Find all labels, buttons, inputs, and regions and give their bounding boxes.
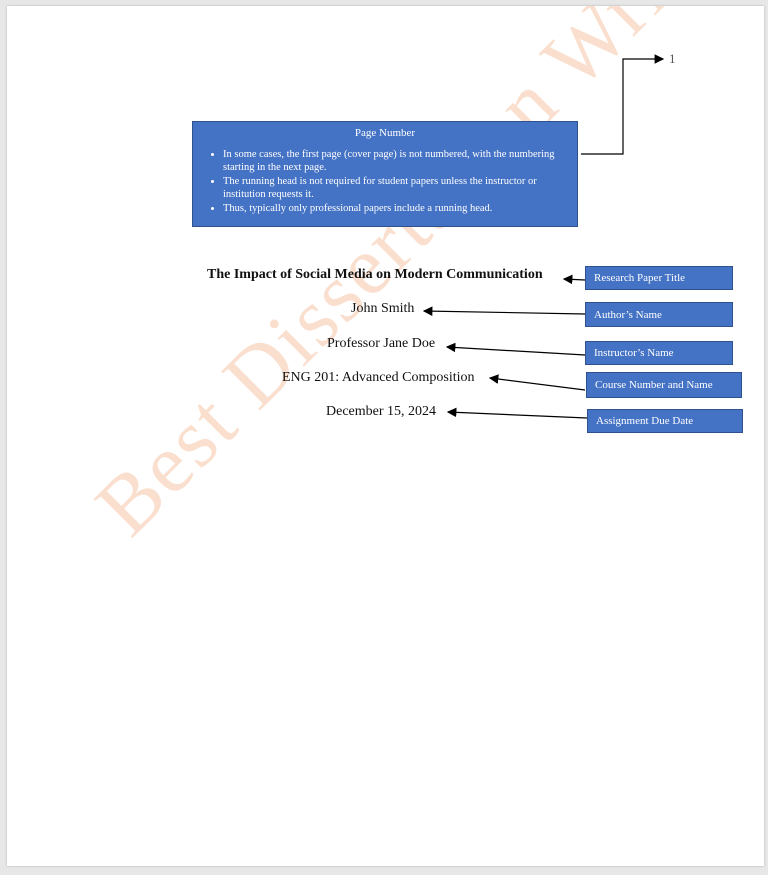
document-page: Best Dissertation Writers 1 Page Number … <box>7 6 764 866</box>
page-number-connector <box>581 54 665 155</box>
course-connector <box>488 374 586 391</box>
title-connector <box>562 274 586 285</box>
authors-name-label: Author’s Name <box>585 302 733 327</box>
author-name: John Smith <box>351 301 415 316</box>
course-name: ENG 201: Advanced Composition <box>282 370 475 385</box>
info-box-bullet: In some cases, the first page (cover pag… <box>223 148 563 174</box>
due-date: December 15, 2024 <box>326 404 437 419</box>
page-number: 1 <box>669 51 676 66</box>
instructors-name-label: Instructor’s Name <box>585 341 733 365</box>
paper-title: The Impact of Social Media on Modern Com… <box>207 267 543 282</box>
assignment-due-date-label: Assignment Due Date <box>587 409 743 433</box>
instructor-connector <box>445 342 586 356</box>
page-number-info-box: Page Number In some cases, the first pag… <box>192 121 578 227</box>
date-connector <box>446 407 588 419</box>
course-number-label: Course Number and Name <box>586 372 742 398</box>
annotation-connectors <box>422 54 665 419</box>
info-box-list: In some cases, the first page (cover pag… <box>193 148 577 215</box>
research-paper-title-label: Research Paper Title <box>585 266 733 290</box>
info-box-bullet: Thus, typically only professional papers… <box>223 202 563 215</box>
info-box-bullet: The running head is not required for stu… <box>223 175 563 201</box>
author-connector <box>422 306 586 316</box>
info-box-title: Page Number <box>354 127 416 139</box>
instructor-name: Professor Jane Doe <box>327 336 436 351</box>
